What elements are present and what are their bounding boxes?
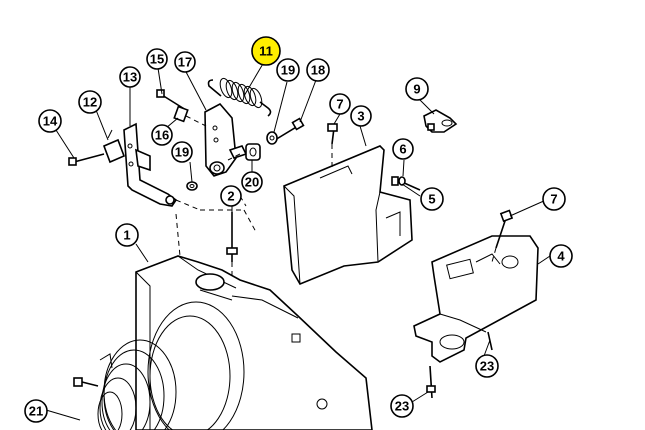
callout-label: 4	[557, 249, 565, 264]
callout-label: 23	[395, 399, 409, 414]
callout-label: 20	[245, 175, 259, 190]
callout-label: 2	[227, 189, 234, 204]
callout-circle	[38, 109, 62, 133]
screw-7-upper	[327, 123, 338, 168]
callout-label: 1	[123, 228, 130, 243]
callout-c12: 12	[78, 90, 102, 114]
callout-c18: 18	[306, 58, 330, 82]
callout-label: 15	[150, 52, 164, 67]
callout-circle	[251, 36, 281, 66]
nut-16	[173, 105, 207, 127]
callout-circle	[115, 223, 139, 247]
callout-circle	[78, 90, 102, 114]
callout-circle	[151, 124, 173, 146]
callout-c14: 14	[38, 109, 62, 133]
callout-c9: 9	[405, 77, 429, 101]
leader-lines	[45, 61, 551, 421]
callout-label: 6	[399, 142, 406, 157]
callout-label: 21	[29, 404, 43, 419]
callout-label: 16	[155, 128, 169, 143]
callout-circle	[241, 171, 263, 193]
callout-circle	[390, 394, 414, 418]
callout-c1: 1	[115, 223, 139, 247]
callout-circle	[329, 93, 351, 115]
callout-c19b: 19	[171, 141, 193, 163]
callout-c19a: 19	[276, 58, 300, 82]
screw-7-right	[491, 209, 514, 263]
bracket-13	[123, 122, 178, 207]
callout-circle	[420, 187, 444, 211]
callout-c17: 17	[174, 51, 196, 73]
callout-circle	[405, 77, 429, 101]
callout-label: 9	[413, 82, 420, 97]
callout-label: 3	[357, 109, 364, 124]
clip-12	[102, 129, 126, 164]
spring-part	[207, 77, 272, 117]
clamp-9	[423, 109, 458, 133]
callout-circle	[475, 354, 499, 378]
callout-c6: 6	[392, 138, 414, 160]
callout-c16: 16	[151, 124, 173, 146]
callout-circle	[146, 48, 168, 70]
callout-circle	[306, 58, 330, 82]
screw-5	[391, 176, 421, 191]
callout-label: 11	[259, 44, 273, 59]
callout-label: 7	[550, 192, 557, 207]
callout-c4: 4	[549, 244, 573, 268]
callout-c21: 21	[24, 399, 48, 423]
bushing-20	[227, 143, 261, 161]
callout-label: 13	[123, 70, 137, 85]
callout-c11: 11	[251, 36, 281, 66]
callout-c7b: 7	[542, 187, 566, 211]
fan-housing-1	[135, 255, 373, 430]
callout-label: 14	[43, 114, 58, 129]
callout-c20: 20	[241, 171, 263, 193]
callout-circle	[350, 105, 372, 127]
callout-c23b: 23	[390, 394, 414, 418]
callout-circle	[542, 187, 566, 211]
callout-circle	[276, 58, 300, 82]
callout-circle	[392, 138, 414, 160]
callout-label: 12	[83, 95, 97, 110]
callout-c13: 13	[119, 66, 141, 88]
callout-label: 7	[336, 97, 343, 112]
callout-c7a: 7	[329, 93, 351, 115]
callout-circle	[549, 244, 573, 268]
arm-bracket-17	[204, 102, 248, 177]
callout-c15: 15	[146, 48, 168, 70]
callout-c2: 2	[220, 185, 242, 207]
callout-label: 19	[281, 63, 295, 78]
bolt-14	[68, 153, 105, 166]
callout-label: 23	[480, 359, 494, 374]
shroud-3	[283, 145, 413, 286]
callout-label: 18	[311, 63, 325, 78]
callout-label: 19	[175, 145, 189, 160]
callout-circle	[119, 66, 141, 88]
callout-c23a: 23	[475, 354, 499, 378]
washer-19-lower	[186, 181, 198, 191]
callout-label: 17	[178, 55, 192, 70]
callout-c3: 3	[350, 105, 372, 127]
callout-circle	[220, 185, 242, 207]
fan-guard-21	[73, 301, 245, 430]
callout-c5: 5	[420, 187, 444, 211]
callout-circle	[171, 141, 193, 163]
washer-19-top	[266, 131, 278, 145]
cover-4	[413, 235, 539, 363]
alignment-lines	[175, 195, 257, 257]
callout-circle	[174, 51, 196, 73]
callout-label: 5	[428, 192, 435, 207]
callout-circle	[24, 399, 48, 423]
